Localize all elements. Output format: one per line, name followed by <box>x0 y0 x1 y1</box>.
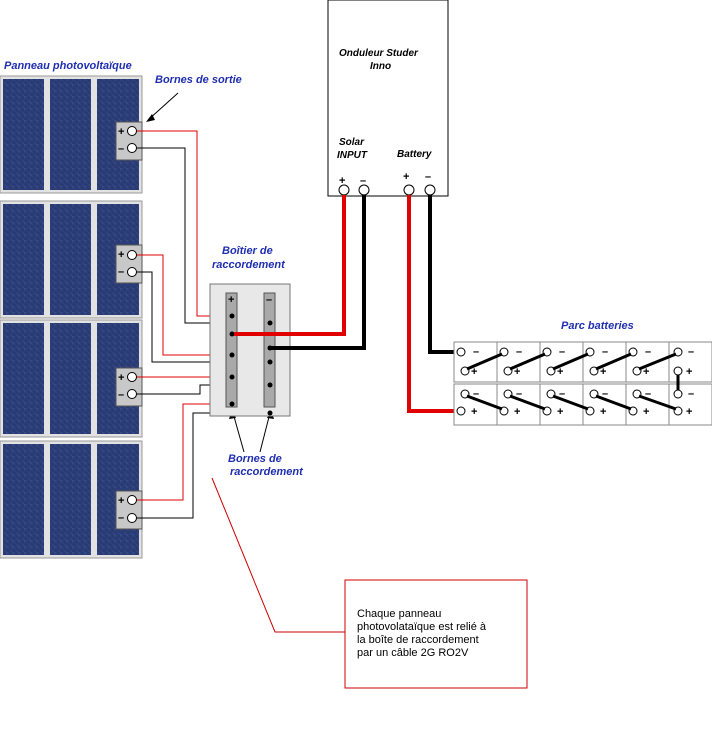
panel-3-terminal-box: + – <box>115 367 143 407</box>
minus-sign: – <box>118 389 124 401</box>
solar-plus-sign: + <box>339 175 345 187</box>
minus-sign: – <box>516 346 522 358</box>
plus-sign: + <box>471 406 477 418</box>
plus-sign: + <box>118 495 124 507</box>
plus-sign: + <box>686 406 692 418</box>
battery-bank-label: Parc batteries <box>561 320 634 332</box>
plus-sign: + <box>643 406 649 418</box>
busbar-plus <box>225 292 238 408</box>
pv-cell <box>50 204 91 315</box>
note-line-1: Chaque panneau <box>357 608 441 620</box>
plus-sign: + <box>600 406 606 418</box>
solar-panel-1 <box>0 75 143 194</box>
pv-cell <box>3 444 44 555</box>
wire-p2-plus <box>137 254 232 356</box>
minus-sign: – <box>473 388 479 400</box>
minus-sign: – <box>645 346 651 358</box>
minus-sign: – <box>688 346 694 358</box>
terminal <box>127 143 137 153</box>
pv-cell <box>3 79 44 190</box>
plus-sign: + <box>514 366 520 378</box>
battery-minus-terminal <box>424 184 436 196</box>
minus-sign: – <box>118 512 124 524</box>
solar-minus-terminal <box>358 184 370 196</box>
battery-minus-sign: – <box>425 171 431 183</box>
wire-p4-plus <box>137 403 232 501</box>
cable-solar-plus <box>234 195 346 336</box>
panel-2-terminal-box: + – <box>115 244 143 284</box>
solar-plus-terminal <box>338 184 350 196</box>
connection-terminals-pointer-left <box>232 412 245 453</box>
terminal <box>127 495 137 505</box>
note-line-2: photovolataïque est relié à <box>357 621 487 633</box>
minus-sign: – <box>516 388 522 400</box>
plus-sign: + <box>118 249 124 261</box>
note-line-3: la boîte de raccordement <box>357 634 479 646</box>
main-cables <box>234 195 461 413</box>
solar-input-label-2: INPUT <box>337 150 368 161</box>
plus-sign: + <box>557 366 563 378</box>
pv-panel-label: Panneau photovoltaïque <box>4 60 132 72</box>
battery-label: Battery <box>397 149 432 160</box>
busbar-minus-sign: – <box>266 294 272 306</box>
inverter-label-1: Onduleur Studer <box>339 48 419 59</box>
plus-sign: + <box>600 366 606 378</box>
note-box <box>344 579 528 689</box>
minus-sign: – <box>559 388 565 400</box>
note-line-4: par un câble 2G RO2V <box>357 647 469 659</box>
panel-1-terminal-box: + – <box>115 121 143 161</box>
inverter-box: Onduleur Studer Inno Solar INPUT Battery… <box>327 0 449 197</box>
battery-series-links <box>466 352 680 411</box>
busbar-plus-sign: + <box>228 294 234 306</box>
plus-sign: + <box>471 366 477 378</box>
terminal <box>127 267 137 277</box>
minus-sign: – <box>559 346 565 358</box>
cable-solar-minus <box>268 195 366 350</box>
terminal <box>127 372 137 382</box>
plus-sign: + <box>118 372 124 384</box>
pv-cell <box>50 323 91 434</box>
battery-bank: – + – + – + – + – + – + + – + – + – + – … <box>453 341 712 426</box>
plus-sign: + <box>686 366 692 378</box>
note-pointer <box>211 477 345 633</box>
plus-sign: + <box>514 406 520 418</box>
minus-sign: – <box>118 143 124 155</box>
plus-sign: + <box>118 126 124 138</box>
junction-box-label-1: Boîtier de <box>222 245 273 257</box>
solar-input-label-1: Solar <box>339 137 365 148</box>
pv-cell <box>3 204 44 315</box>
minus-sign: – <box>688 388 694 400</box>
minus-sign: – <box>473 346 479 358</box>
panel-4-terminal-box: + – <box>115 490 143 530</box>
terminal <box>127 389 137 399</box>
output-terminals-arrowhead <box>146 114 155 122</box>
junction-box-label-2: raccordement <box>212 259 286 271</box>
inverter-label-2: Inno <box>370 61 391 72</box>
minus-sign: – <box>118 266 124 278</box>
terminal <box>127 513 137 523</box>
output-terminals-label: Bornes de sortie <box>155 74 242 86</box>
connection-terminals-pointer-right <box>259 412 271 453</box>
plus-sign: + <box>643 366 649 378</box>
terminal <box>127 250 137 260</box>
pv-cell <box>3 323 44 434</box>
battery-plus-sign: + <box>403 171 409 183</box>
connection-terminals-label-1: Bornes de <box>228 453 282 465</box>
cable-battery-plus <box>407 195 461 413</box>
connection-terminals-label-2: raccordement <box>230 466 304 478</box>
terminal <box>127 126 137 136</box>
cable-battery-minus <box>428 195 461 354</box>
minus-sign: – <box>602 346 608 358</box>
plus-sign: + <box>557 406 563 418</box>
minus-sign: – <box>602 388 608 400</box>
output-terminals-pointer <box>147 92 179 121</box>
pv-cell <box>50 79 91 190</box>
minus-sign: – <box>645 388 651 400</box>
pv-cell <box>50 444 91 555</box>
battery-plus-terminal <box>403 184 415 196</box>
solar-minus-sign: – <box>360 175 366 187</box>
